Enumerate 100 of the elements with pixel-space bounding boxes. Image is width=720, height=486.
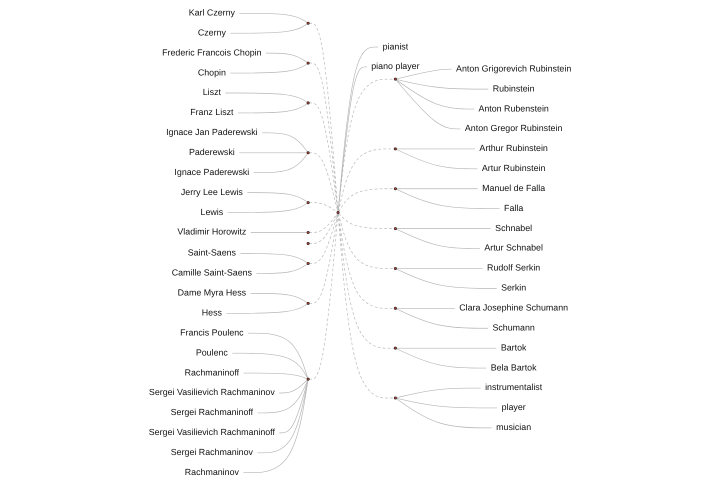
- node-text: Serkin: [501, 283, 526, 293]
- node-circle: [394, 147, 397, 150]
- node-text: Czerny: [198, 28, 226, 38]
- connector: [308, 62, 338, 212]
- connector: [396, 149, 478, 170]
- connector: [250, 232, 308, 233]
- node-text: player: [502, 402, 526, 412]
- node-circle: [306, 262, 310, 265]
- connector: [396, 398, 492, 428]
- connector: [396, 308, 488, 329]
- connector: [338, 78, 395, 212]
- node-text: Artur Schnabel: [484, 244, 543, 253]
- connector: [239, 12, 308, 23]
- connector: [257, 380, 308, 454]
- node-circle: [306, 302, 310, 305]
- node-text: Falla: [504, 204, 524, 214]
- node-text: instrumentalist: [485, 383, 542, 392]
- node-circle: [394, 346, 397, 350]
- node-circle: [306, 230, 310, 234]
- connector: [253, 153, 308, 174]
- node-text: Sergei Rachmaninoff: [170, 408, 254, 418]
- connector: [396, 79, 474, 110]
- connector: [396, 148, 476, 150]
- node-text: Poulenc: [196, 348, 228, 358]
- connector: [396, 268, 497, 289]
- connector: [248, 332, 308, 378]
- node-text: Anton Gregor Rubinstein: [464, 124, 562, 134]
- connector: [338, 213, 395, 229]
- connector: [396, 348, 487, 368]
- node-text: Ignace Paderewski: [174, 168, 250, 178]
- node-text: Sergei Vasilievich Rachmaninov: [148, 388, 275, 398]
- connector: [396, 188, 478, 190]
- node-text: Rudolf Serkin: [487, 263, 540, 273]
- connector: [338, 148, 395, 212]
- connector: [396, 228, 480, 249]
- node-circle: [394, 78, 397, 81]
- node-text: Bartok: [500, 343, 526, 353]
- connector: [308, 22, 338, 212]
- node-circle: [394, 266, 397, 270]
- connector: [232, 352, 308, 379]
- connector: [396, 79, 489, 90]
- connector: [250, 293, 308, 304]
- node-text: Saint-Saens: [188, 248, 236, 258]
- node-text: Schnabel: [495, 224, 532, 234]
- node-text: Karl Czerny: [188, 8, 235, 18]
- connector: [396, 308, 456, 309]
- connector: [396, 268, 483, 269]
- node-circle: [306, 378, 310, 381]
- node-text: Liszt: [202, 88, 221, 98]
- node-text: Sergei Vasilievich Rachmaninoff: [148, 428, 275, 438]
- node-text: Dame Myra Hess: [178, 288, 246, 298]
- node-text: Camille Saint-Saens: [172, 268, 252, 278]
- node-text: Franz Liszt: [190, 108, 234, 118]
- connector: [396, 188, 500, 210]
- node-circle: [394, 227, 397, 230]
- node-circle: [336, 211, 340, 214]
- node-text: Paderewski: [188, 148, 235, 158]
- connector: [308, 213, 338, 233]
- node-text: Chopin: [198, 68, 226, 78]
- connector: [266, 52, 308, 63]
- node-text: Ignace Jan Paderewski: [166, 128, 258, 138]
- node-circle: [306, 201, 310, 204]
- connector: [396, 398, 498, 408]
- node-circle: [306, 151, 310, 154]
- connector: [257, 380, 308, 414]
- connector: [238, 152, 308, 154]
- connector: [243, 372, 308, 380]
- connector: [308, 213, 338, 244]
- node-circle: [394, 187, 397, 190]
- connector: [256, 264, 308, 274]
- node-text: Artur Rubinstein: [482, 164, 546, 174]
- connector: [238, 103, 308, 114]
- connector: [279, 380, 308, 434]
- connector: [396, 228, 492, 229]
- connector: [308, 152, 338, 212]
- node-text: Hess: [202, 308, 222, 318]
- connector: [308, 213, 338, 264]
- node-text: Rachmaninov: [184, 468, 239, 478]
- node-circle: [306, 22, 310, 25]
- node-text: Anton Grigorevich Rubinstein: [456, 64, 572, 74]
- node-text: Lewis: [200, 208, 224, 217]
- connector: [246, 192, 308, 202]
- node-text: Sergei Rachmaninov: [170, 448, 253, 458]
- node-text: Frederic Francois Chopin: [162, 48, 262, 58]
- node-circle: [394, 396, 397, 400]
- node-text: Rachmaninoff: [184, 368, 240, 378]
- connector: [338, 213, 395, 309]
- node-circle: [306, 62, 310, 65]
- connector: [278, 380, 308, 394]
- node-text: Jerry Lee Lewis: [180, 188, 243, 198]
- node-text: Rubinstein: [492, 84, 535, 94]
- node-text: Vladimir Horowitz: [177, 228, 246, 237]
- node-circle: [306, 242, 310, 246]
- node-text: Arthur Rubinstein: [479, 144, 548, 154]
- connector: [226, 304, 308, 314]
- node-text: piano player: [371, 62, 420, 72]
- node-text: Manuel de Falla: [482, 184, 546, 194]
- connector: [308, 202, 338, 212]
- node-text: Clara Josephine Schumann: [459, 303, 568, 313]
- connector: [225, 92, 308, 103]
